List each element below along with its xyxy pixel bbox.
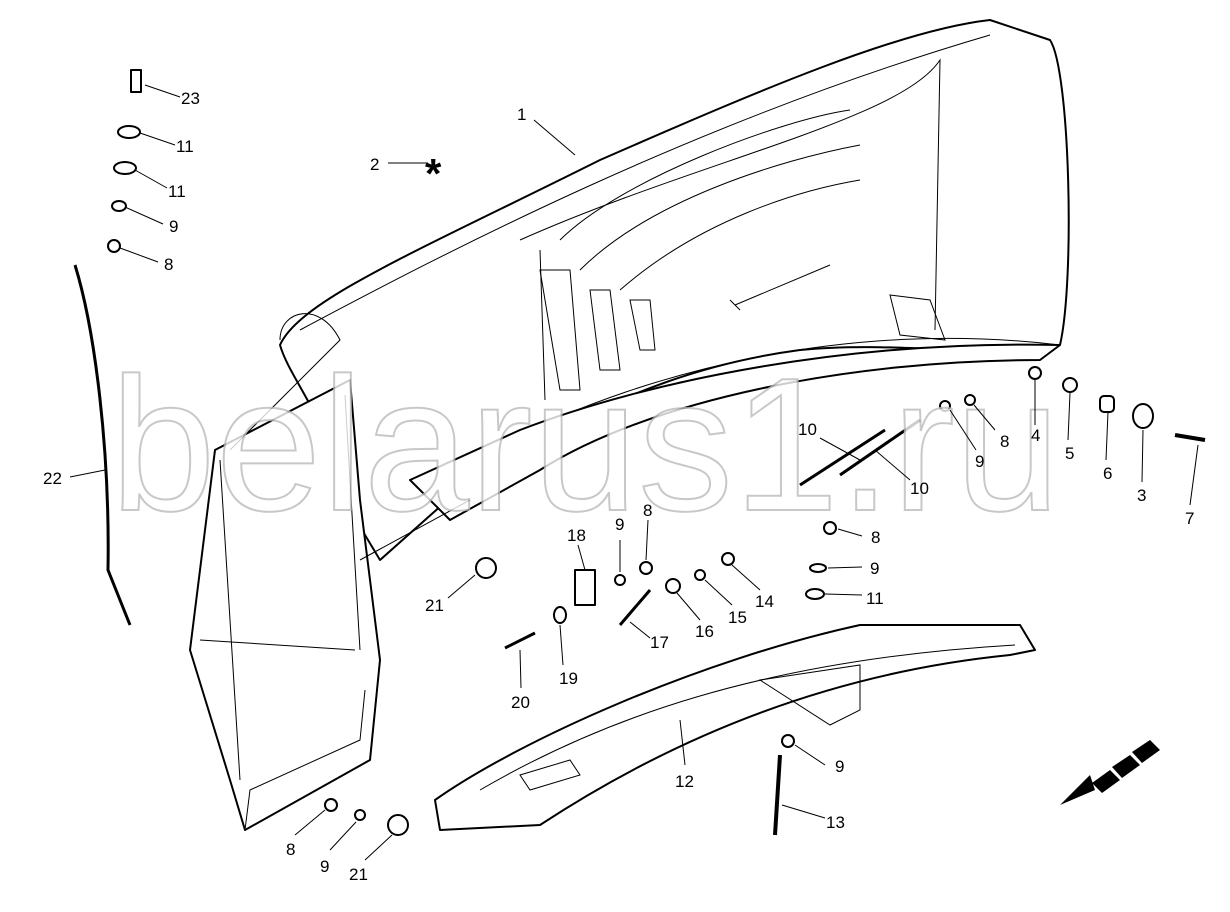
callout-label: 4 <box>1031 426 1040 445</box>
side-panel <box>189 313 381 831</box>
asterisk-mark: * <box>425 150 442 197</box>
fasteners <box>107 69 1206 836</box>
callout-label: 8 <box>1000 432 1009 451</box>
callout-label: 21 <box>425 596 444 615</box>
callout-label: 3 <box>1137 486 1146 505</box>
direction-arrow-icon <box>1060 740 1160 805</box>
callout-label: 13 <box>826 813 845 832</box>
callout-label: 22 <box>43 469 62 488</box>
callout-label: 17 <box>650 633 669 652</box>
callout-label: 8 <box>164 255 173 274</box>
hood-bottom-rail <box>359 343 1061 561</box>
lower-panel-12 <box>434 624 1036 831</box>
callout-label: 16 <box>695 622 714 641</box>
callout-label: 19 <box>559 669 578 688</box>
callout-label: 12 <box>675 772 694 791</box>
callout-label: 10 <box>910 479 929 498</box>
callout-label: 9 <box>835 757 844 776</box>
callout-label: 9 <box>870 559 879 578</box>
callout-label: 11 <box>866 589 884 608</box>
callout-label: 9 <box>615 515 624 534</box>
callout-label: 10 <box>798 420 817 439</box>
callout-label: 14 <box>755 592 774 611</box>
leader-lines <box>69 84 1199 861</box>
callout-label: 20 <box>511 693 530 712</box>
callout-label: 8 <box>871 528 880 547</box>
callout-labels: 23 11 11 9 8 22 1 2 21 18 9 8 20 19 17 1… <box>43 89 1194 884</box>
callout-label: 11 <box>168 182 186 201</box>
callout-label: 7 <box>1185 509 1194 528</box>
callout-label: 15 <box>728 608 747 627</box>
watermark: belarus1.ru <box>110 339 1061 551</box>
rod-22 <box>73 264 132 626</box>
callout-label: 23 <box>181 89 200 108</box>
callout-label: 8 <box>643 501 652 520</box>
callout-label: 6 <box>1103 464 1112 483</box>
callout-label: 18 <box>567 526 586 545</box>
callout-label: 21 <box>349 865 368 884</box>
callout-label: 5 <box>1065 444 1074 463</box>
callout-label: 8 <box>286 840 295 859</box>
callout-label: 9 <box>169 217 178 236</box>
callout-label: 9 <box>320 857 329 876</box>
callout-label: 2 <box>370 155 379 174</box>
callout-label: 1 <box>517 105 526 124</box>
callout-label: 11 <box>176 137 194 156</box>
callout-label: 9 <box>975 452 984 471</box>
